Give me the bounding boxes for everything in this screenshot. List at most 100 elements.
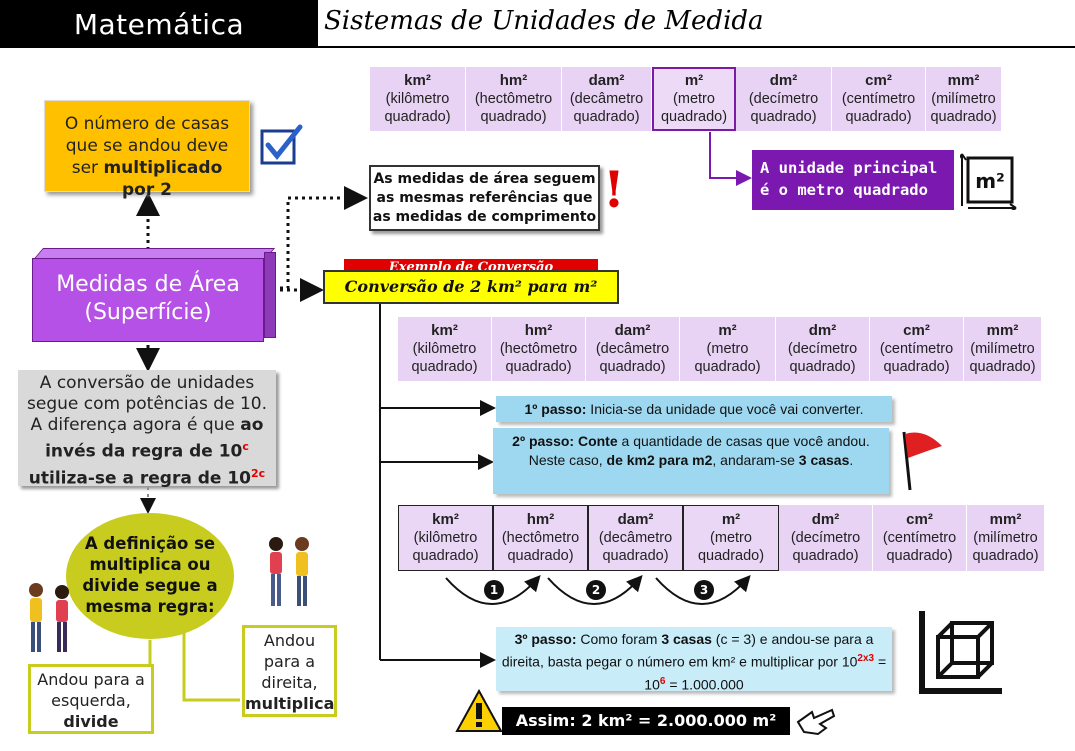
units-row-example: km² (kilômetro quadrado) hm² (hectômetro q… bbox=[398, 317, 1042, 381]
step-3-text: Como foram bbox=[576, 631, 662, 647]
step-3-bold: 3 casas bbox=[661, 631, 712, 647]
multiply-rule-box: O número de casas que se andou deve ser … bbox=[44, 100, 250, 200]
unit-name: (decímetro quadrado) bbox=[748, 91, 819, 125]
unit-name: (metro quadrado) bbox=[660, 91, 728, 125]
main-unit-box: A unidade principal é o metro quadrado bbox=[752, 150, 954, 210]
unit-cell: km² (kilômetro quadrado) bbox=[398, 317, 492, 381]
area-box-side-face bbox=[264, 252, 276, 338]
unit-name: (kilômetro quadrado) bbox=[411, 341, 478, 375]
step-3-text-2: (c = 3) e andou-se para a direita, basta… bbox=[501, 631, 874, 670]
unit-symbol: cm² bbox=[903, 322, 930, 339]
step-2-text: a quantidade de casas que você andou. Ne… bbox=[528, 433, 870, 468]
jump-2-badge: 2 bbox=[586, 580, 606, 600]
unit-cell: hm² (hectômetro quadrado) bbox=[492, 317, 586, 381]
conversion-rule-bold-2: utiliza-se a regra de 10 bbox=[28, 468, 252, 489]
unit-name: (metro quadrado) bbox=[697, 530, 765, 564]
unit-name: (hectômetro quadrado) bbox=[474, 91, 553, 125]
unit-symbol: dm² bbox=[811, 511, 840, 528]
unit-cell: dm² (decímetro quadrado) bbox=[779, 505, 873, 571]
unit-symbol: dam² bbox=[617, 511, 654, 528]
unit-cell: mm² (milímetro quadrado) bbox=[964, 317, 1042, 381]
step-3-text-4: = 1.000.000 bbox=[665, 676, 744, 693]
unit-name: (hectômetro quadrado) bbox=[499, 341, 578, 375]
units-row-steps: km² (kilômetro quadrado) hm² (hectômetro q… bbox=[398, 505, 1045, 571]
area-title: Medidas de Área bbox=[56, 272, 240, 297]
unit-symbol: dam² bbox=[588, 72, 625, 89]
unit-name: (decâmetro quadrado) bbox=[595, 341, 670, 375]
unit-cell: m² (metro quadrado) bbox=[680, 317, 776, 381]
exclamation-icon: ! bbox=[603, 160, 625, 219]
unit-cell-counted: km² (kilômetro quadrado) bbox=[398, 505, 493, 571]
step-2-text-2: , andaram-se bbox=[712, 452, 799, 468]
page-title: Sistemas de Unidades de Medida bbox=[324, 6, 764, 36]
unit-name: (kilômetro quadrado) bbox=[384, 91, 451, 125]
unit-symbol: km² bbox=[432, 511, 459, 528]
unit-name: (hectômetro quadrado) bbox=[501, 530, 580, 564]
unit-cell-counted: dam² (decâmetro quadrado) bbox=[588, 505, 683, 571]
step-2-label: 2º passo: Conte bbox=[512, 433, 618, 449]
couple-walking-right-icon bbox=[269, 537, 309, 606]
step-2-text-3: . bbox=[849, 452, 854, 468]
cube-measure-icon bbox=[919, 611, 1002, 694]
unit-name: (centímetro quadrado) bbox=[879, 341, 954, 375]
checkbox-checked-icon bbox=[260, 124, 303, 165]
unit-name: (decâmetro quadrado) bbox=[598, 530, 673, 564]
unit-name: (decímetro quadrado) bbox=[787, 341, 858, 375]
step-3-text-3: = 10 bbox=[644, 653, 887, 693]
unit-name: (decímetro quadrado) bbox=[790, 530, 861, 564]
exponent-c: c bbox=[242, 440, 249, 453]
step-2-bold: de km2 para m2 bbox=[606, 452, 713, 468]
unit-symbol: m² bbox=[721, 511, 741, 528]
unit-name: (centímetro quadrado) bbox=[841, 91, 916, 125]
unit-symbol: dm² bbox=[808, 322, 837, 339]
left-divide-keyword: divide bbox=[63, 712, 119, 731]
header-divider bbox=[318, 46, 1075, 48]
step-2-box: 2º passo: Conte a quantidade de casas qu… bbox=[493, 428, 889, 494]
step-1-box: 1º passo: Inicia-se da unidade que você … bbox=[496, 396, 892, 422]
exponent-6: 6 bbox=[659, 675, 666, 687]
unit-symbol: mm² bbox=[947, 72, 980, 89]
unit-cell: cm²(centímetro quadrado) bbox=[873, 505, 967, 571]
step-3-label: 3º passo: bbox=[514, 631, 577, 647]
right-multiply-text: Andou para a direita, bbox=[261, 631, 318, 692]
unit-symbol: hm² bbox=[526, 511, 555, 528]
unit-symbol: mm² bbox=[989, 511, 1022, 528]
right-multiply-box: Andou para a direita, multiplica bbox=[242, 625, 337, 717]
area-subtitle: (Superfície) bbox=[84, 300, 212, 325]
exponent-2x3: 2x3 bbox=[857, 653, 875, 664]
result-banner: Assim: 2 km² = 2.000.000 m² bbox=[502, 707, 790, 735]
unit-name: (milímetro quadrado) bbox=[972, 530, 1039, 564]
unit-symbol: dam² bbox=[614, 322, 651, 339]
unit-cell-main: m²(metro quadrado) bbox=[652, 67, 736, 131]
unit-name: (milímetro quadrado) bbox=[930, 91, 997, 125]
unit-cell: dam² (decâmetro quadrado) bbox=[586, 317, 680, 381]
right-multiply-keyword: multiplica bbox=[245, 694, 335, 713]
unit-symbol: m² bbox=[718, 322, 737, 339]
couple-walking-left-icon bbox=[29, 583, 69, 652]
unit-cell: cm²(centímetro quadrado) bbox=[832, 67, 926, 131]
reference-note-box: As medidas de área seguem as mesmas refe… bbox=[369, 165, 600, 231]
unit-symbol: km² bbox=[431, 322, 458, 339]
unit-cell: dm² (decímetro quadrado) bbox=[776, 317, 870, 381]
unit-name: (metro quadrado) bbox=[694, 341, 761, 375]
unit-cell: cm² (centímetro quadrado) bbox=[870, 317, 964, 381]
conversion-rule-text: A conversão de unidades segue com potênc… bbox=[27, 373, 267, 435]
left-divide-box: Andou para a esquerda, divide bbox=[28, 664, 154, 734]
unit-symbol: hm² bbox=[524, 322, 553, 339]
unit-cell: km²(kilômetro quadrado) bbox=[370, 67, 466, 131]
m2-square-icon: m² bbox=[960, 153, 1017, 210]
unit-symbol: cm² bbox=[906, 511, 933, 528]
unit-name: (milímetro quadrado) bbox=[969, 341, 1036, 375]
step-1-text: Inicia-se da unidade que você vai conver… bbox=[586, 401, 864, 417]
multiply-rule-highlight: multiplicado por 2 bbox=[103, 158, 223, 200]
unit-name: (decâmetro quadrado) bbox=[569, 91, 644, 125]
m2-icon-label: m² bbox=[975, 169, 1005, 193]
unit-cell: dm²(decímetro quadrado) bbox=[736, 67, 832, 131]
unit-name: (kilômetro quadrado) bbox=[412, 530, 479, 564]
exponent-2c: 2c bbox=[251, 466, 266, 480]
pointing-hand-icon bbox=[796, 708, 836, 736]
jump-3-badge: 3 bbox=[694, 580, 714, 600]
units-row-top: km²(kilômetro quadrado) hm²(hectômetro q… bbox=[370, 67, 1002, 131]
unit-cell: mm² (milímetro quadrado) bbox=[967, 505, 1045, 571]
unit-symbol: mm² bbox=[986, 322, 1019, 339]
